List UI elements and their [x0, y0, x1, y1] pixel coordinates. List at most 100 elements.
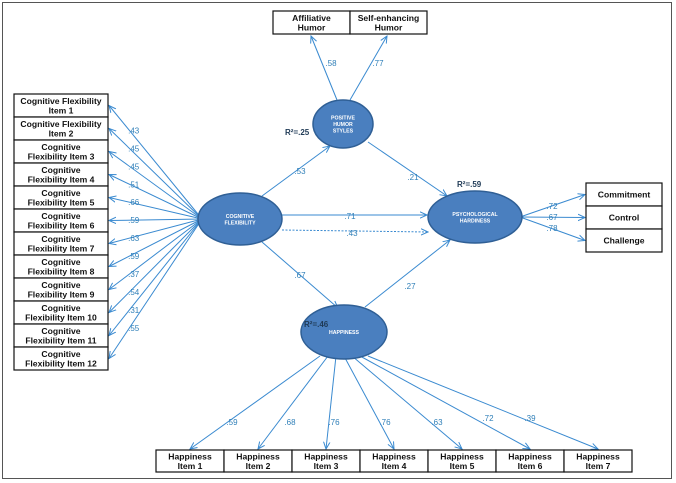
- cf-item-2-loading: .45: [128, 144, 140, 153]
- happiness-item-5-loading: .63: [431, 418, 443, 427]
- cf-item-2-arrow: [109, 129, 203, 220]
- hardiness-item-2-arrow: [519, 217, 585, 218]
- humor-item-1-box-label-line2: Humor: [298, 23, 326, 33]
- cf-item-5-arrow: [109, 198, 203, 220]
- cf-item-6-arrow: [109, 219, 203, 221]
- happiness-item-5-box-label-line1: Happiness: [440, 452, 484, 462]
- cf-item-2-box-label-line2: Item 2: [49, 129, 74, 139]
- happiness-item-3-arrow: [326, 355, 337, 449]
- cf-item-6-loading: .59: [128, 216, 140, 225]
- humor-item-2-arrow: [349, 36, 387, 101]
- happiness-item-2-box-label-line2: Item 2: [246, 461, 271, 471]
- cf-item-8-box-label-line1: Cognitive: [41, 257, 80, 267]
- cf-item-8-loading: .59: [128, 252, 140, 261]
- cf-item-10-box-label-line1: Cognitive: [41, 303, 80, 313]
- cf-item-5-loading: .66: [128, 198, 140, 207]
- cf-item-2-box-label-line1: Cognitive Flexibility: [20, 119, 101, 129]
- cf-item-3-loading: .45: [128, 162, 140, 171]
- happiness-item-7-box-label-line2: Item 7: [586, 461, 611, 471]
- path-happiness-hardiness: [364, 240, 450, 308]
- r-squared-humor: R²=.25: [285, 128, 310, 137]
- happiness-item-5-arrow: [351, 355, 462, 449]
- cf-item-6-box-label-line1: Cognitive: [41, 211, 80, 221]
- humor-item-2-box-label-line1: Self-enhancing: [358, 13, 420, 23]
- cf-item-6-box-label-line2: Flexibility Item 6: [28, 221, 95, 231]
- r-squared-happiness: R²=.46: [304, 320, 329, 329]
- path-cf-hardiness-indirect-label: .43: [346, 229, 358, 238]
- cf-item-11-loading: .31: [128, 306, 140, 315]
- humor-item-2-loading: .77: [372, 59, 384, 68]
- happiness-item-2-box-label-line1: Happiness: [236, 452, 280, 462]
- hardiness-item-3-loading: .78: [546, 224, 558, 233]
- coefficient-labels: .43.45.45.51.66.59.63.59.37.54.31.55.58.…: [128, 59, 558, 427]
- happiness-item-6-box-label-line1: Happiness: [508, 452, 552, 462]
- happiness-item-1-box-label-line1: Happiness: [168, 452, 212, 462]
- hardiness-item-1-box-label: Commitment: [598, 190, 651, 200]
- latent-positive-humor-styles-label-line3: STYLES: [333, 129, 354, 135]
- happiness-item-4-box-label-line2: Item 4: [382, 461, 407, 471]
- hardiness-item-3-box-label: Challenge: [603, 236, 644, 246]
- happiness-item-7-box-label-line1: Happiness: [576, 452, 620, 462]
- cf-item-1-arrow: [109, 106, 203, 220]
- cf-item-9-box-label-line2: Flexibility Item 9: [28, 290, 95, 300]
- cf-item-9-box-label-line1: Cognitive: [41, 280, 80, 290]
- happiness-item-6-box-label-line2: Item 6: [518, 461, 543, 471]
- cf-item-11-box-label-line1: Cognitive: [41, 326, 80, 336]
- cf-item-4-box-label-line1: Cognitive: [41, 165, 80, 175]
- cf-item-7-arrow: [109, 218, 203, 244]
- path-cf-humor-label: .53: [294, 167, 306, 176]
- cf-item-9-loading: .37: [128, 270, 140, 279]
- cf-item-1-box-label-line1: Cognitive Flexibility: [20, 96, 101, 106]
- cf-item-3-box-label-line2: Flexibility Item 3: [28, 152, 95, 162]
- cf-item-12-box-label-line2: Flexibility Item 12: [25, 359, 97, 369]
- happiness-item-2-loading: .68: [284, 418, 296, 427]
- humor-item-1-box-label-line1: Affiliative: [292, 13, 331, 23]
- latent-positive-humor-styles-label-line2: HUMOR: [333, 122, 353, 128]
- path-cf-humor: [261, 146, 330, 197]
- humor-item-2-box-label-line2: Humor: [375, 23, 403, 33]
- cf-item-1-box-label-line2: Item 1: [49, 106, 74, 116]
- hardiness-item-2-box-label: Control: [609, 213, 640, 223]
- hardiness-item-2-box: Control: [585, 205, 663, 230]
- cf-item-12-arrow: [109, 218, 203, 359]
- figure-frame: [2, 2, 672, 479]
- latent-cognitive-flexibility-shape: [197, 192, 283, 246]
- happiness-item-2-arrow: [258, 355, 329, 449]
- cf-item-5-box-label-line2: Flexibility Item 5: [28, 198, 95, 208]
- cf-item-10-loading: .54: [128, 288, 140, 297]
- hardiness-item-1-arrow: [519, 195, 585, 218]
- cf-item-10-arrow: [109, 218, 203, 313]
- latent-happiness: HAPPINESS: [300, 304, 388, 360]
- cf-item-8-box-label-line2: Flexibility Item 8: [28, 267, 95, 277]
- hardiness-item-2-loading: .67: [546, 213, 558, 222]
- latent-positive-humor-styles-label-line1: POSITIVE: [331, 116, 355, 122]
- path-cf-happiness-label: .67: [294, 271, 306, 280]
- hardiness-item-1-loading: .72: [546, 202, 558, 211]
- hardiness-item-3-arrow: [519, 216, 585, 241]
- happiness-item-7-arrow: [367, 355, 598, 449]
- path-humor-hardiness: [367, 141, 447, 196]
- cf-item-9-arrow: [109, 218, 203, 290]
- path-happiness-hardiness-label: .27: [404, 282, 416, 291]
- latent-psychological-hardiness-label-line2: HARDINESS: [460, 218, 491, 224]
- path-cf-hardiness-label: .71: [344, 212, 356, 221]
- cf-item-1-loading: .43: [128, 126, 140, 135]
- happiness-item-7-box-frame: [563, 449, 633, 473]
- humor-item-2-box-frame: [349, 10, 428, 35]
- cf-item-11-box-label-line2: Flexibility Item 11: [25, 336, 96, 346]
